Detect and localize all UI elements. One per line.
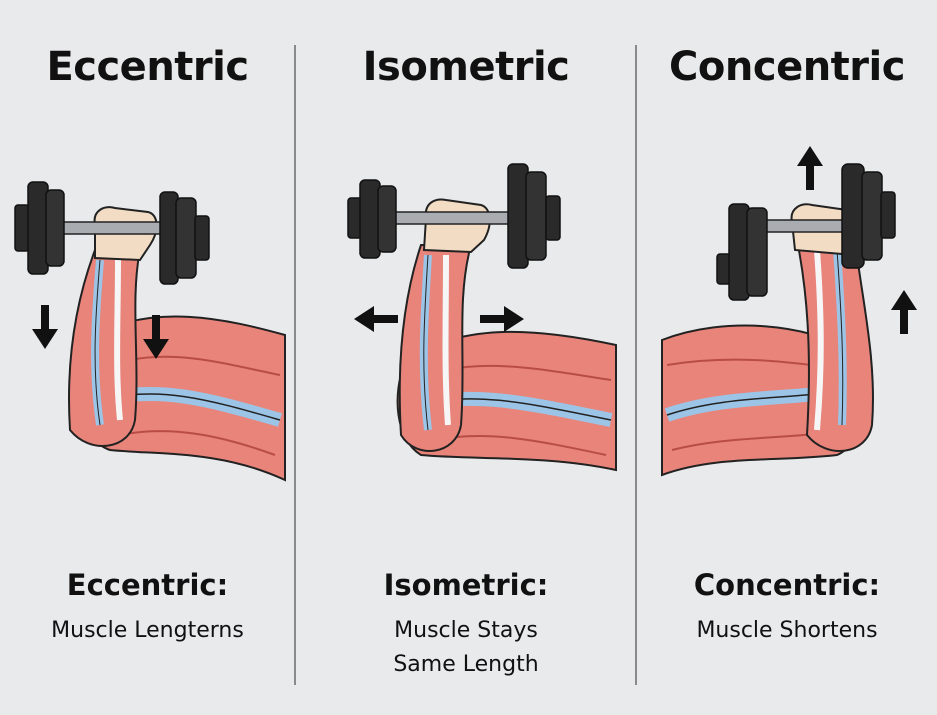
caption-text: Muscle Shortens (637, 614, 937, 648)
arrow-up-icon (891, 290, 917, 334)
caption-line: Muscle Shortens (696, 618, 878, 643)
panel-concentric: Concentric Concentric: Muscle Shortens (637, 0, 937, 715)
arm-illustration (661, 163, 896, 477)
panel-divider (635, 45, 637, 685)
panel-divider (294, 45, 296, 685)
caption-heading: Isometric: (383, 568, 549, 602)
panel-title: Eccentric (46, 44, 249, 90)
panel-isometric: Isometric Isometric: Muscle Stays Same L… (296, 0, 636, 715)
caption-line: Same Length (393, 652, 539, 677)
arrow-down-icon (32, 305, 58, 349)
arrow-down-icon (143, 315, 169, 359)
caption-text: Muscle Stays Same Length (296, 614, 636, 682)
caption-line: Muscle Lengterns (51, 618, 244, 643)
arrow-right-icon (480, 306, 524, 332)
arm-illustration (14, 181, 286, 482)
caption-heading: Eccentric: (66, 568, 229, 602)
arm-illustration (347, 163, 617, 472)
panel-title: Isometric (362, 44, 570, 90)
arrow-left-icon (354, 306, 398, 332)
panel-eccentric: Eccentric Eccentric: Muscle Lengterns (0, 0, 295, 715)
arrow-up-icon (797, 146, 823, 190)
panel-title: Concentric (669, 44, 905, 90)
caption-text: Muscle Lengterns (0, 614, 295, 648)
caption-heading: Concentric: (693, 568, 881, 602)
caption-line: Muscle Stays (394, 618, 538, 643)
